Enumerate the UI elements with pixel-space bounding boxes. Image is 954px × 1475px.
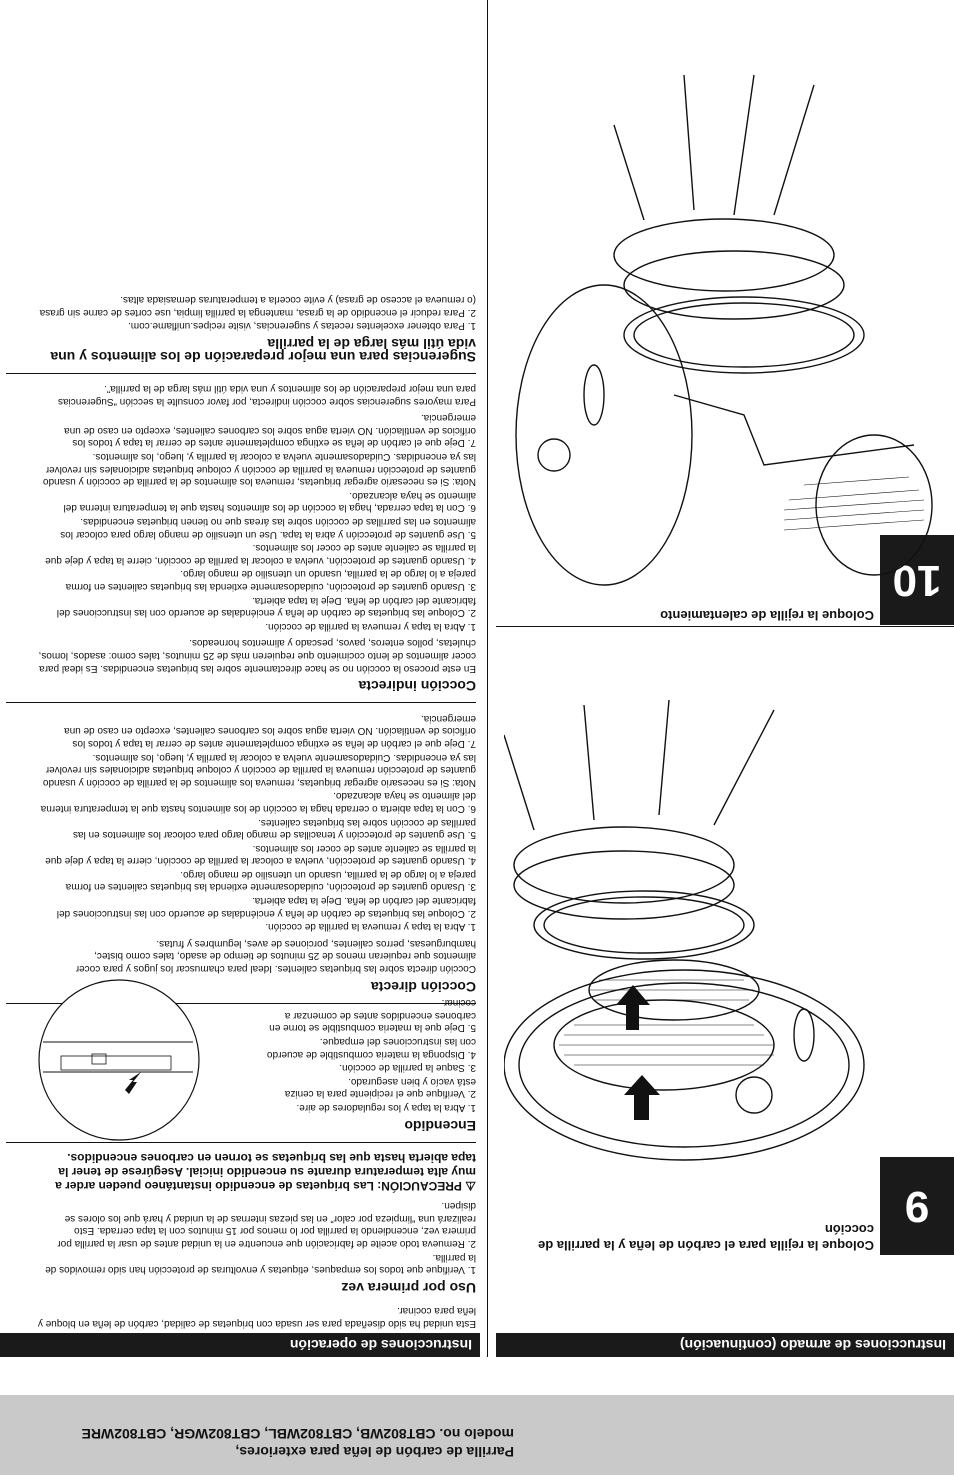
step-9-title: Coloque la rejilla para el carbón de leñ…: [538, 1222, 874, 1253]
direct-item: 7. Deje que el carbón de leña se extinga…: [64, 712, 476, 749]
lighting-item: 4. Disponga la materia combustible de ac…: [266, 1036, 476, 1060]
step-divider: [496, 626, 954, 627]
indirect-intro: En este proceso la cocción no se hace di…: [38, 637, 476, 674]
direct-note: Nota: Si es necesario agregar briquetas,…: [42, 751, 476, 788]
lighting-item: 3. Saque la parrilla de cocción.: [339, 1062, 476, 1074]
intro-text: Esta unidad ha sido diseñada para ser us…: [37, 1305, 476, 1329]
indirect-item: 5. Use guantes de protección y abra la t…: [60, 516, 476, 540]
lighting-block: Encendido 1. Abra la tapa y los regulado…: [6, 979, 476, 1141]
indirect-item: 1. Abra la tapa y remueva la parrilla de…: [265, 620, 476, 632]
operation-column: Esta unidad ha sido diseñada para ser us…: [6, 289, 476, 1329]
indirect-item: 3. Usando guantes de protección, cuidado…: [65, 568, 476, 593]
first-use-item: 2. Remueva todo aceite de fabricación qu…: [57, 1200, 476, 1250]
lighting-item: 2. Verifique que el recipiente para la c…: [284, 1075, 476, 1100]
direct-item: 6. Con la tapa abierta o cerrada haga la…: [40, 790, 476, 814]
first-use-title: Uso por primera vez: [341, 1279, 476, 1296]
header-title: Parrilla de carbón de leña para exterior…: [14, 1425, 515, 1461]
step-9-number: 9: [880, 1157, 954, 1255]
rule: [6, 1141, 476, 1143]
direct-intro: Cocción directa sobre las briquetas cali…: [75, 937, 476, 975]
section-bar-operation: Instrucciones de operación: [0, 1333, 480, 1357]
direct-item: 2. Coloque las briquetas de carbón de le…: [56, 895, 476, 919]
direct-item: 4. Usando guantes de protección, vuelva …: [45, 842, 476, 867]
rule: [6, 702, 476, 704]
lighting-item: 1. Abra la tapa y los reguladores de air…: [296, 1102, 476, 1114]
indirect-title: Cocción indirecta: [358, 678, 476, 695]
warning: ⚠ PRECAUCIÓN: Las briquetas de encendido…: [36, 1151, 476, 1193]
indirect-item: 4. Usando guantes de protección, vuelva …: [45, 542, 476, 566]
tips-item: 2. Para reducir el encendido de la grasa…: [39, 294, 476, 318]
lighting-detail-illustration: [38, 979, 200, 1141]
direct-item: 1. Abra la tapa y remueva la parrilla de…: [265, 921, 476, 933]
direct-item: 3. Usando guantes de protección, cuidado…: [65, 868, 476, 893]
header-title-line2: modelo no. CBT802WB, CBT802WBL, CBT802WG…: [81, 1426, 515, 1442]
warning-icon: ⚠: [461, 1178, 476, 1193]
tips-title: Sugerencias para una mejor preparación d…: [50, 335, 476, 365]
column-divider: [487, 0, 488, 1357]
first-use-item: 1. Verifique que todos los empaques, eti…: [45, 1251, 476, 1276]
header-title-line1: Parrilla de carbón de leña para exterior…: [235, 1444, 514, 1460]
section-bar-assembly: Instrucciones de armado (continuación): [496, 1333, 954, 1357]
indirect-item: 2. Coloque las briquetas de carbón de le…: [56, 594, 476, 619]
step-9-illustration: [504, 699, 865, 1161]
header-band: Parrilla de carbón de leña para exterior…: [0, 1395, 954, 1475]
direct-item: 5. Use guantes de protección y tenacilla…: [72, 816, 476, 841]
step-10-title: Coloque la rejilla de calentamiento: [660, 608, 874, 623]
rule: [6, 372, 476, 374]
indirect-note: Nota: Si es necesario agregar briquetas,…: [42, 451, 476, 488]
indirect-item: 7. Deje que el carbón de leña se extinga…: [64, 412, 476, 449]
tips-item: 1. Para obtener excelentes recetas y sug…: [128, 320, 476, 332]
lighting-item: 5. Deje que la materia combustible se to…: [269, 997, 476, 1034]
step-10-illustration: [515, 74, 933, 586]
warning-text: PRECAUCIÓN: Las briquetas de encendido i…: [55, 1150, 476, 1193]
indirect-footer: Para mayores sugerencias sobre cocción i…: [58, 383, 476, 407]
indirect-item: 6. Con la tapa cerrada, haga la cocción …: [63, 489, 476, 514]
